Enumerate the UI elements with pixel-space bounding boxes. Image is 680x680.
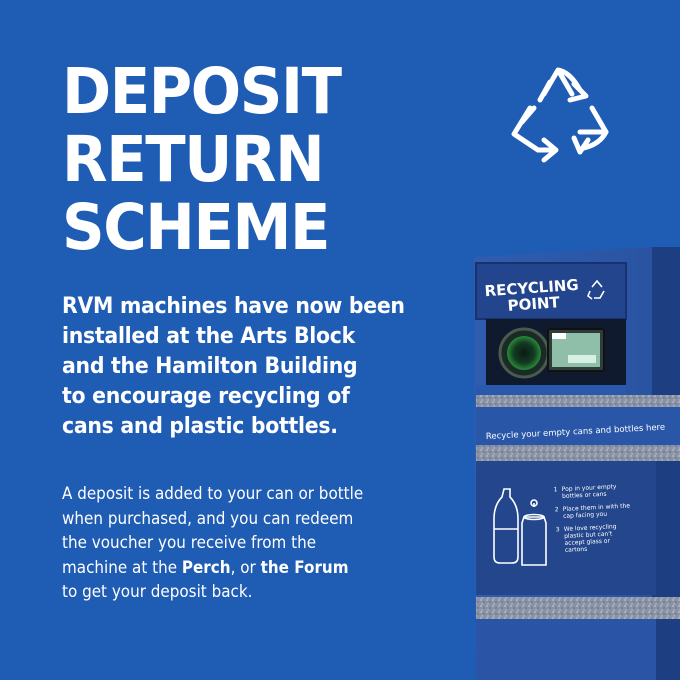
body-line-4-mid: , or [230, 557, 261, 577]
step-3-line-3: accept glass or [564, 538, 610, 547]
step-3-line-1: We love recycling [564, 523, 617, 533]
intro-line-2: installed at the Arts Block [62, 324, 355, 349]
body-line-3: the voucher you receive from the [62, 533, 317, 552]
instruction-panel [476, 461, 656, 595]
screen-badge: READY [553, 334, 567, 339]
can-outline-icon [521, 499, 547, 566]
recycling-machine-illustration: RECYCLING POINT READY Recycle your empty… [474, 247, 680, 680]
intro-line-5: cans and plastic bottles. [62, 414, 338, 439]
headline-line-2: RETURN [62, 123, 325, 196]
sign-recycle-icon [587, 279, 605, 300]
location-perch: Perch [181, 557, 231, 577]
intro-text: RVM machines have now been installed at … [62, 292, 434, 442]
body-line-1: A deposit is added to your can or bottle [62, 484, 364, 503]
body-line-4-pre: machine at the [62, 557, 182, 577]
body-text: A deposit is added to your can or bottle… [62, 482, 430, 605]
step-3-line-4: cartons [565, 546, 588, 554]
step-2-line-2: cap facing you [563, 511, 607, 520]
intro-line-4: to encourage recycling of [62, 384, 350, 409]
body-line-5: to get your deposit back. [62, 582, 253, 601]
step-3-line-2: plastic but can't [564, 530, 613, 540]
intro-line-1: RVM machines have now been [62, 294, 405, 319]
body-line-4: machine at the Perch, or the Forum [62, 556, 430, 581]
headline: DEPOSIT RETURN SCHEME [62, 55, 342, 264]
step-3-num: 3 [556, 526, 560, 533]
step-2-line-1: Place them in with the [563, 502, 631, 513]
intro-line-3: and the Hamilton Building [62, 354, 358, 379]
bottle-outline-icon [493, 488, 519, 564]
step-1-line-2: bottles or cans [562, 491, 607, 500]
recycle-icon [511, 67, 609, 163]
headline-line-3: SCHEME [62, 191, 330, 264]
step-1-line-1: Pop in your empty [562, 483, 618, 493]
headline-line-1: DEPOSIT [62, 55, 342, 128]
step-1-num: 1 [554, 486, 558, 493]
step-2-num: 2 [555, 506, 559, 513]
location-forum: the Forum [260, 557, 349, 577]
sign-line-2: POINT [507, 293, 561, 315]
body-line-2: when purchased, and you can redeem [62, 508, 354, 528]
